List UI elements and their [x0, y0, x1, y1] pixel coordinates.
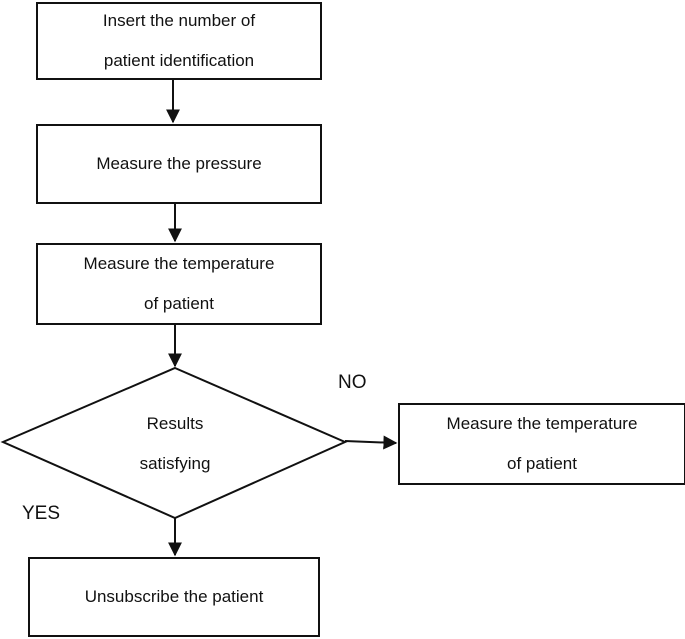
arrow-decision-no — [344, 435, 398, 450]
decision-label: Results satisfying — [115, 404, 235, 484]
step-text-line1: Measure the temperature — [446, 414, 638, 433]
step-text-line2: of patient — [507, 454, 577, 473]
decision-text-line2: satisfying — [139, 454, 211, 473]
decision-text-line1: Results — [146, 414, 204, 433]
step-text-line1: Insert the number of — [102, 11, 256, 30]
step-measure-temperature: Measure the temperature of patient — [36, 243, 322, 325]
step-text-line1: Measure the pressure — [96, 154, 262, 173]
step-insert-patient-id: Insert the number of patient identificat… — [36, 2, 322, 80]
step-unsubscribe-patient: Unsubscribe the patient — [28, 557, 320, 637]
step-text-line2: patient identification — [103, 51, 255, 70]
step-remeasure-temperature: Measure the temperature of patient — [398, 403, 685, 485]
step-measure-pressure: Measure the pressure — [36, 124, 322, 204]
step-text-line1: Unsubscribe the patient — [84, 587, 264, 606]
step-text-line1: Measure the temperature — [83, 254, 275, 273]
step-text-line2: of patient — [144, 294, 214, 313]
branch-label-no: NO — [338, 372, 367, 393]
branch-label-yes: YES — [22, 503, 61, 524]
